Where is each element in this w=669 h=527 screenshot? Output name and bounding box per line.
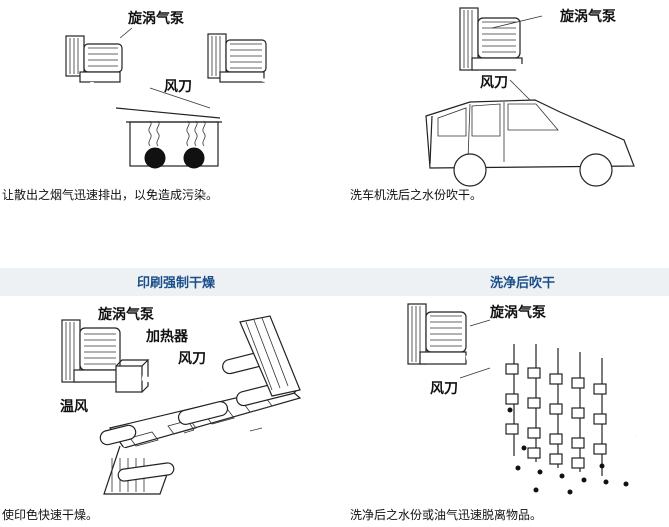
label-vortex-pump: 旋涡气泵 (560, 9, 616, 25)
label-air-knife: 风刀 (178, 351, 206, 367)
caption-printing-drying: 使印色快速干燥。 (2, 508, 99, 522)
caption-post-wash-drying: 洗净后之水份或油气迅速脱离物品。 (350, 508, 543, 522)
smoke-exhaust-illustration (65, 27, 282, 169)
car-wash-illustration (425, 7, 635, 187)
caption-car-wash-drying: 洗车机洗后之水份吹干。 (350, 188, 483, 202)
label-vortex-pump: 旋涡气泵 (490, 305, 546, 321)
section-header-band (0, 268, 669, 296)
label-heater: 加热器 (146, 329, 188, 345)
post-wash-illustration (407, 303, 638, 495)
vortex-pump (407, 303, 467, 365)
panel-title-printing-drying: 印刷强制干燥 (137, 276, 216, 291)
label-air-knife: 风刀 (430, 381, 458, 397)
parts-on-rack (505, 363, 607, 469)
panel-title-post-wash-drying: 洗净后吹干 (490, 276, 556, 291)
caption-smoke-exhaust: 让散出之烟气迅速排出，以免造成污染。 (2, 188, 219, 202)
vortex-pump (61, 319, 123, 383)
label-warm-air: 温风 (60, 399, 88, 415)
panel-post-wash-drying: 旋涡气泵 风刀 洗净后之水份或油气迅速脱离物品。 (340, 298, 669, 527)
panel-printing-drying: 旋涡气泵 加热器 风刀 温风 使印色快速干燥。 (0, 298, 340, 527)
panel-smoke-exhaust: 旋涡气泵 风刀 让散出之烟气迅速排出，以免造成污染。 (0, 0, 340, 260)
vortex-pump-1 (65, 35, 123, 83)
printing-drying-illustration (61, 315, 302, 495)
heater-box (115, 365, 143, 393)
panel-car-wash-drying: 旋涡气泵 风刀 洗车机洗后之水份吹干。 (340, 0, 669, 260)
vortex-pump-2 (207, 33, 267, 83)
vortex-pump (459, 7, 523, 71)
label-air-knife: 风刀 (480, 75, 508, 91)
label-vortex-pump: 旋涡气泵 (128, 11, 184, 27)
label-vortex-pump: 旋涡气泵 (98, 307, 154, 323)
label-air-knife: 风刀 (164, 79, 192, 95)
